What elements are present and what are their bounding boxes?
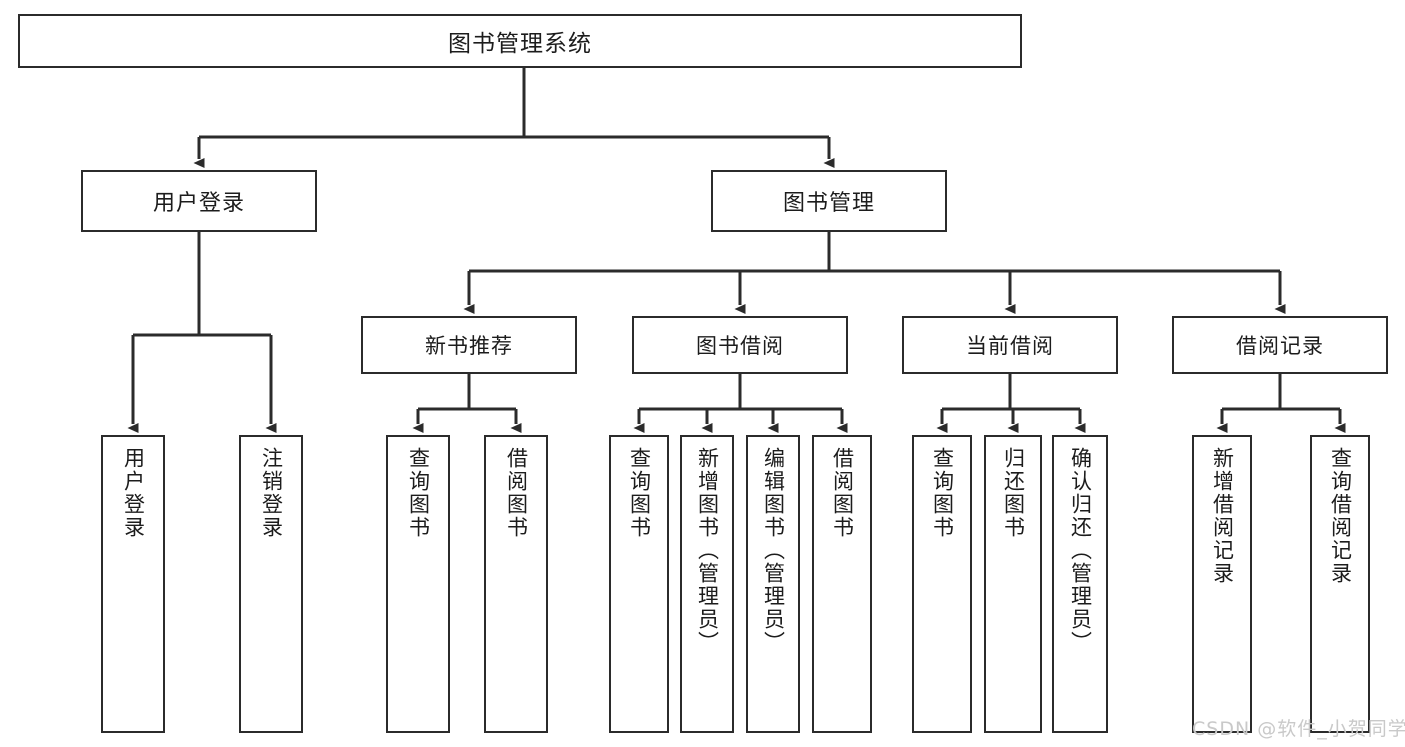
node-new-book-recommend[interactable]: 新书推荐	[361, 316, 577, 374]
node-current-borrow[interactable]: 当前借阅	[902, 316, 1118, 374]
node-leaf-user-login-label: 用户登录	[121, 447, 146, 539]
node-leaf-query-borrow-record[interactable]: 查询借阅记录	[1310, 435, 1370, 733]
node-book-borrow[interactable]: 图书借阅	[632, 316, 848, 374]
node-leaf-query-book-current-label: 查询图书	[930, 447, 955, 539]
node-leaf-add-book-admin-label: 新增图书（管理员）	[695, 447, 720, 654]
node-book-management-label: 图书管理	[782, 191, 875, 216]
node-current-borrow-label: 当前借阅	[966, 334, 1054, 358]
node-user-login[interactable]: 用户登录	[81, 170, 317, 232]
node-borrow-record[interactable]: 借阅记录	[1172, 316, 1388, 374]
node-leaf-add-book-admin[interactable]: 新增图书（管理员）	[680, 435, 734, 733]
node-user-login-label: 用户登录	[152, 191, 245, 216]
node-new-book-recommend-label: 新书推荐	[425, 334, 513, 358]
node-leaf-query-book-borrow[interactable]: 查询图书	[609, 435, 669, 733]
node-leaf-query-borrow-record-label: 查询借阅记录	[1328, 447, 1353, 585]
node-root[interactable]: 图书管理系统	[18, 14, 1022, 68]
node-book-borrow-label: 图书借阅	[696, 334, 784, 358]
node-leaf-query-book-recommend-label: 查询图书	[406, 447, 431, 539]
node-leaf-borrow-book-label: 借阅图书	[830, 447, 855, 539]
node-leaf-user-logout-label: 注销登录	[259, 447, 284, 539]
node-leaf-edit-book-admin[interactable]: 编辑图书（管理员）	[746, 435, 800, 733]
node-leaf-borrow-book-recommend[interactable]: 借阅图书	[484, 435, 548, 733]
node-root-label: 图书管理系统	[448, 31, 592, 57]
node-book-management[interactable]: 图书管理	[711, 170, 947, 232]
node-leaf-return-book-label: 归还图书	[1001, 447, 1026, 539]
node-leaf-confirm-return-admin-label: 确认归还（管理员）	[1068, 447, 1093, 654]
node-leaf-user-logout[interactable]: 注销登录	[239, 435, 303, 733]
node-leaf-borrow-book-recommend-label: 借阅图书	[504, 447, 529, 539]
node-leaf-query-book-borrow-label: 查询图书	[627, 447, 652, 539]
node-leaf-borrow-book[interactable]: 借阅图书	[812, 435, 872, 733]
node-leaf-add-borrow-record[interactable]: 新增借阅记录	[1192, 435, 1252, 733]
node-leaf-confirm-return-admin[interactable]: 确认归还（管理员）	[1052, 435, 1108, 733]
node-leaf-return-book[interactable]: 归还图书	[984, 435, 1042, 733]
node-leaf-query-book-current[interactable]: 查询图书	[912, 435, 972, 733]
node-leaf-user-login[interactable]: 用户登录	[101, 435, 165, 733]
node-leaf-add-borrow-record-label: 新增借阅记录	[1210, 447, 1235, 585]
node-leaf-query-book-recommend[interactable]: 查询图书	[386, 435, 450, 733]
node-leaf-edit-book-admin-label: 编辑图书（管理员）	[761, 447, 786, 654]
node-borrow-record-label: 借阅记录	[1236, 334, 1324, 358]
